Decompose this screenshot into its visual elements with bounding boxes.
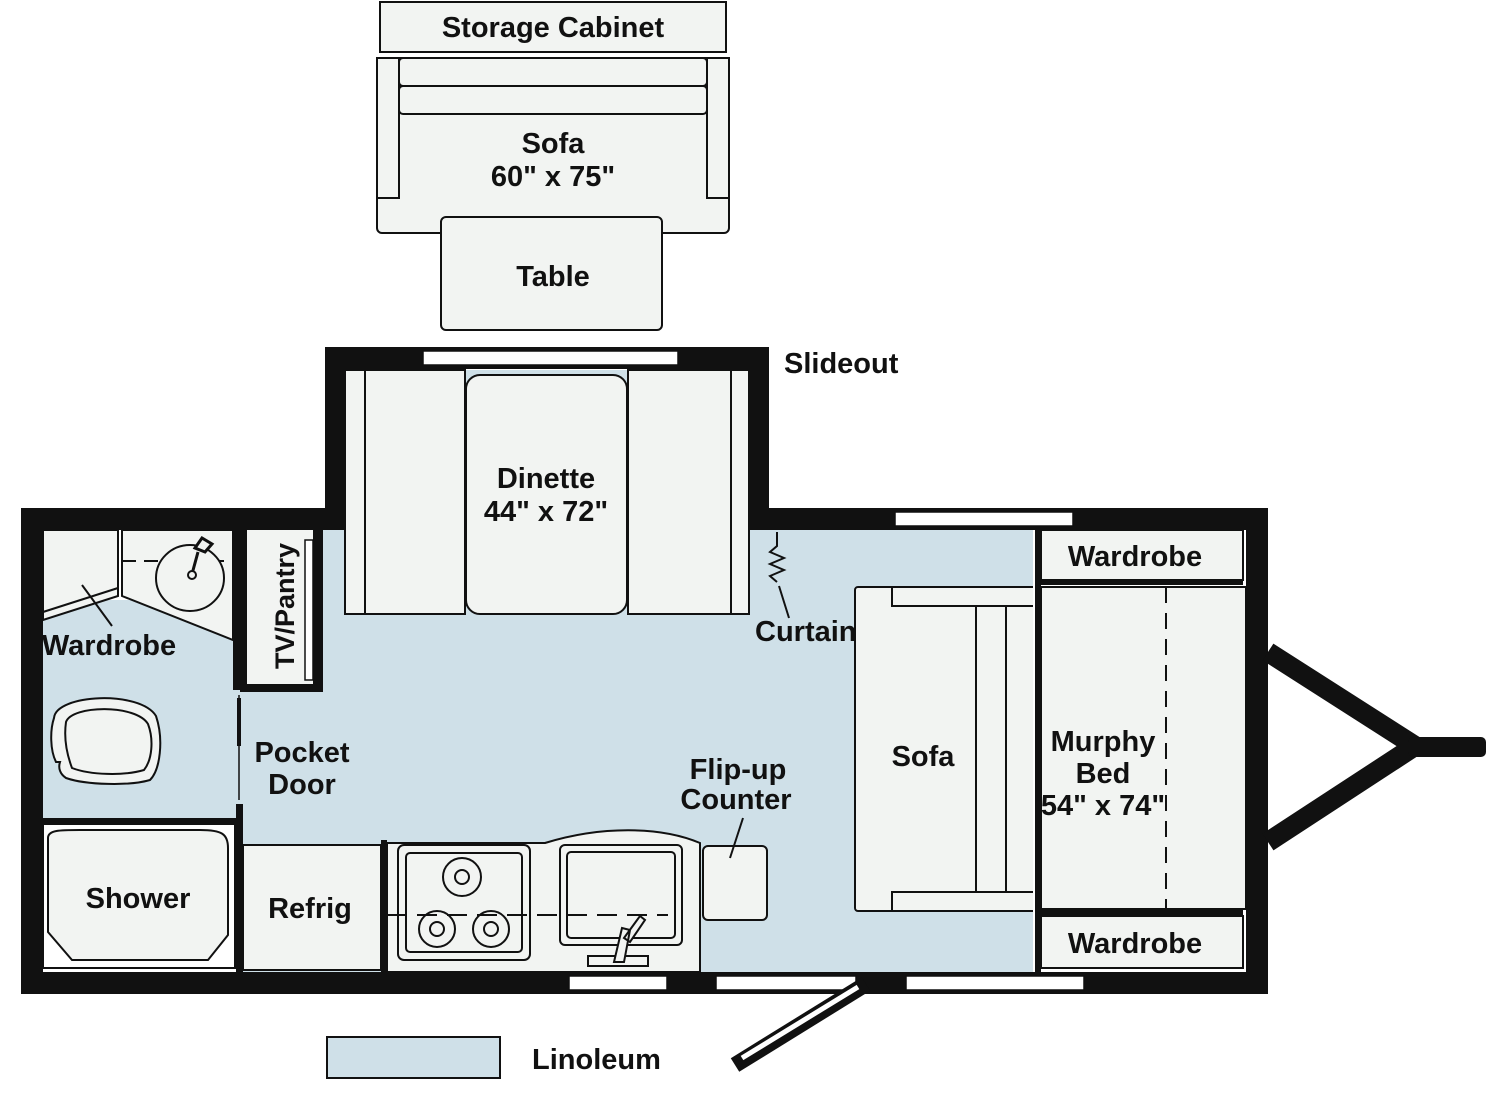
slideout-label: Slideout — [784, 348, 899, 380]
pocket-door-label-line1: Pocket — [254, 737, 349, 769]
refrigerator — [242, 844, 382, 971]
wardrobe-bottom — [1040, 915, 1244, 969]
legend: Linoleum — [326, 1036, 661, 1079]
curtain-label: Curtain — [755, 616, 857, 648]
dinette-size: 44" x 72" — [484, 496, 608, 528]
outdoor-furniture — [376, 1, 730, 331]
wardrobe-top — [1040, 529, 1244, 581]
front-bedroom — [1033, 529, 1247, 972]
murphy-bed-label-line1: Murphy — [1051, 726, 1156, 758]
trailer-hitch — [1262, 643, 1486, 851]
legend-swatch-linoleum — [326, 1036, 501, 1079]
sofa-label: Sofa — [892, 741, 956, 773]
shower-label: Shower — [86, 883, 191, 915]
refrig-label: Refrig — [268, 893, 352, 925]
kitchen-faucet-icon — [612, 914, 647, 963]
outdoor-table — [440, 216, 663, 331]
wardrobe-bath-label: Wardrobe — [42, 630, 176, 662]
storage-cabinet — [379, 1, 727, 53]
curtain — [767, 532, 790, 619]
flip-up-label-line1: Flip-up — [690, 754, 787, 786]
pocket-door-label-line2: Door — [268, 769, 336, 801]
murphy-bed — [1040, 586, 1247, 910]
outdoor-sofa-size: 60" x 75" — [491, 161, 615, 193]
living-sofa — [854, 586, 1036, 912]
labels: Storage Cabinet Sofa 60" x 75" Table Sli… — [42, 12, 1202, 960]
flip-up-counter — [702, 845, 768, 921]
galley — [242, 817, 768, 973]
outdoor-sofa-back — [398, 57, 708, 87]
toilet — [50, 697, 162, 785]
table-label: Table — [516, 261, 590, 293]
windows — [422, 350, 1085, 991]
dinette-label: Dinette — [497, 463, 595, 495]
tv-pantry — [240, 530, 323, 692]
burner-icon — [418, 910, 456, 948]
legend-label: Linoleum — [532, 1044, 661, 1076]
burner-icon — [442, 857, 482, 897]
outdoor-sofa-arm-left — [376, 57, 400, 199]
storage-cabinet-label: Storage Cabinet — [442, 12, 665, 44]
tv-pantry-label: TV/Pantry — [270, 543, 300, 669]
outdoor-sofa-label: Sofa — [522, 128, 586, 160]
entry-door — [730, 977, 871, 1072]
outdoor-sofa-cushion — [398, 85, 708, 115]
burner-icon — [472, 910, 510, 948]
bathroom — [42, 529, 243, 972]
wardrobe-bottom-label: Wardrobe — [1068, 928, 1202, 960]
wardrobe-top-label: Wardrobe — [1068, 541, 1202, 573]
murphy-bed-label-line2: Bed — [1076, 758, 1131, 790]
flip-up-label-line2: Counter — [680, 784, 791, 816]
dinette — [344, 369, 750, 615]
outdoor-sofa-arm-right — [706, 57, 730, 199]
murphy-bed-size: 54" x 74" — [1041, 790, 1165, 822]
dinette-table — [465, 374, 628, 615]
